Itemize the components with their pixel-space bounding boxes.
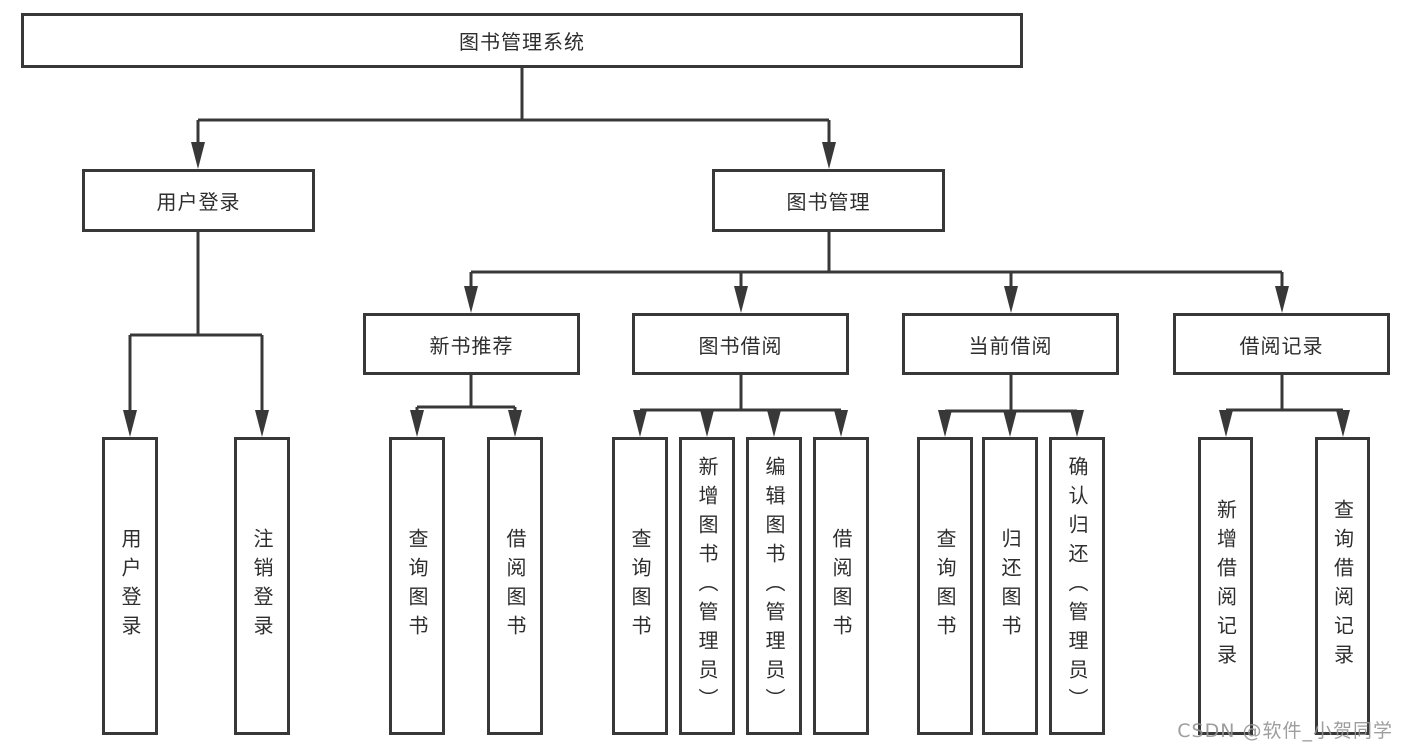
node-user-login: 用户登录 bbox=[82, 169, 315, 232]
leaf-return-books-label: 归还图书 bbox=[998, 528, 1022, 644]
node-root-label: 图书管理系统 bbox=[459, 30, 585, 54]
node-book-management: 图书管理 bbox=[712, 169, 945, 232]
leaf-user-login: 用户登录 bbox=[102, 437, 158, 735]
leaf-query-books-1: 查询图书 bbox=[389, 437, 445, 735]
node-new-book-recommend: 新书推荐 bbox=[363, 313, 580, 375]
leaf-query-books-3-label: 查询图书 bbox=[933, 528, 957, 644]
node-borrow-records-label: 借阅记录 bbox=[1239, 333, 1324, 358]
leaf-query-books-1-label: 查询图书 bbox=[405, 528, 429, 644]
node-book-borrow-label: 图书借阅 bbox=[698, 333, 783, 358]
leaf-borrow-books-2-label: 借阅图书 bbox=[829, 528, 853, 644]
leaf-user-login-label: 用户登录 bbox=[118, 528, 142, 644]
leaf-add-borrow-record: 新增借阅记录 bbox=[1198, 437, 1253, 735]
leaf-query-books-3: 查询图书 bbox=[917, 437, 973, 735]
node-root: 图书管理系统 bbox=[21, 13, 1023, 68]
node-book-management-label: 图书管理 bbox=[786, 190, 871, 214]
leaf-borrow-books-1: 借阅图书 bbox=[487, 437, 543, 735]
node-borrow-records: 借阅记录 bbox=[1173, 313, 1390, 375]
leaf-confirm-return-admin-label: 确认归还（管理员） bbox=[1065, 455, 1089, 717]
leaf-return-books: 归还图书 bbox=[982, 437, 1038, 735]
leaf-query-borrow-record-label: 查询借阅记录 bbox=[1330, 499, 1355, 673]
node-book-borrow: 图书借阅 bbox=[632, 313, 849, 375]
csdn-watermark: CSDN @软件_小贺同学 bbox=[1177, 720, 1393, 742]
node-new-book-recommend-label: 新书推荐 bbox=[429, 333, 514, 358]
leaf-edit-books-admin-label: 编辑图书（管理员） bbox=[762, 455, 786, 717]
leaf-query-borrow-record: 查询借阅记录 bbox=[1315, 437, 1370, 735]
leaf-add-books-admin: 新增图书（管理员） bbox=[679, 437, 735, 735]
node-current-borrow-label: 当前借阅 bbox=[968, 333, 1053, 358]
leaf-edit-books-admin: 编辑图书（管理员） bbox=[746, 437, 802, 735]
node-user-login-label: 用户登录 bbox=[156, 190, 241, 214]
leaf-add-books-admin-label: 新增图书（管理员） bbox=[695, 455, 719, 717]
leaf-borrow-books-2: 借阅图书 bbox=[813, 437, 869, 735]
leaf-logout: 注销登录 bbox=[234, 437, 290, 735]
leaf-borrow-books-1-label: 借阅图书 bbox=[503, 528, 527, 644]
leaf-add-borrow-record-label: 新增借阅记录 bbox=[1213, 499, 1238, 673]
leaf-logout-label: 注销登录 bbox=[250, 528, 274, 644]
leaf-query-books-2: 查询图书 bbox=[612, 437, 668, 735]
node-current-borrow: 当前借阅 bbox=[902, 313, 1119, 375]
leaf-confirm-return-admin: 确认归还（管理员） bbox=[1049, 437, 1105, 735]
leaf-query-books-2-label: 查询图书 bbox=[628, 528, 652, 644]
